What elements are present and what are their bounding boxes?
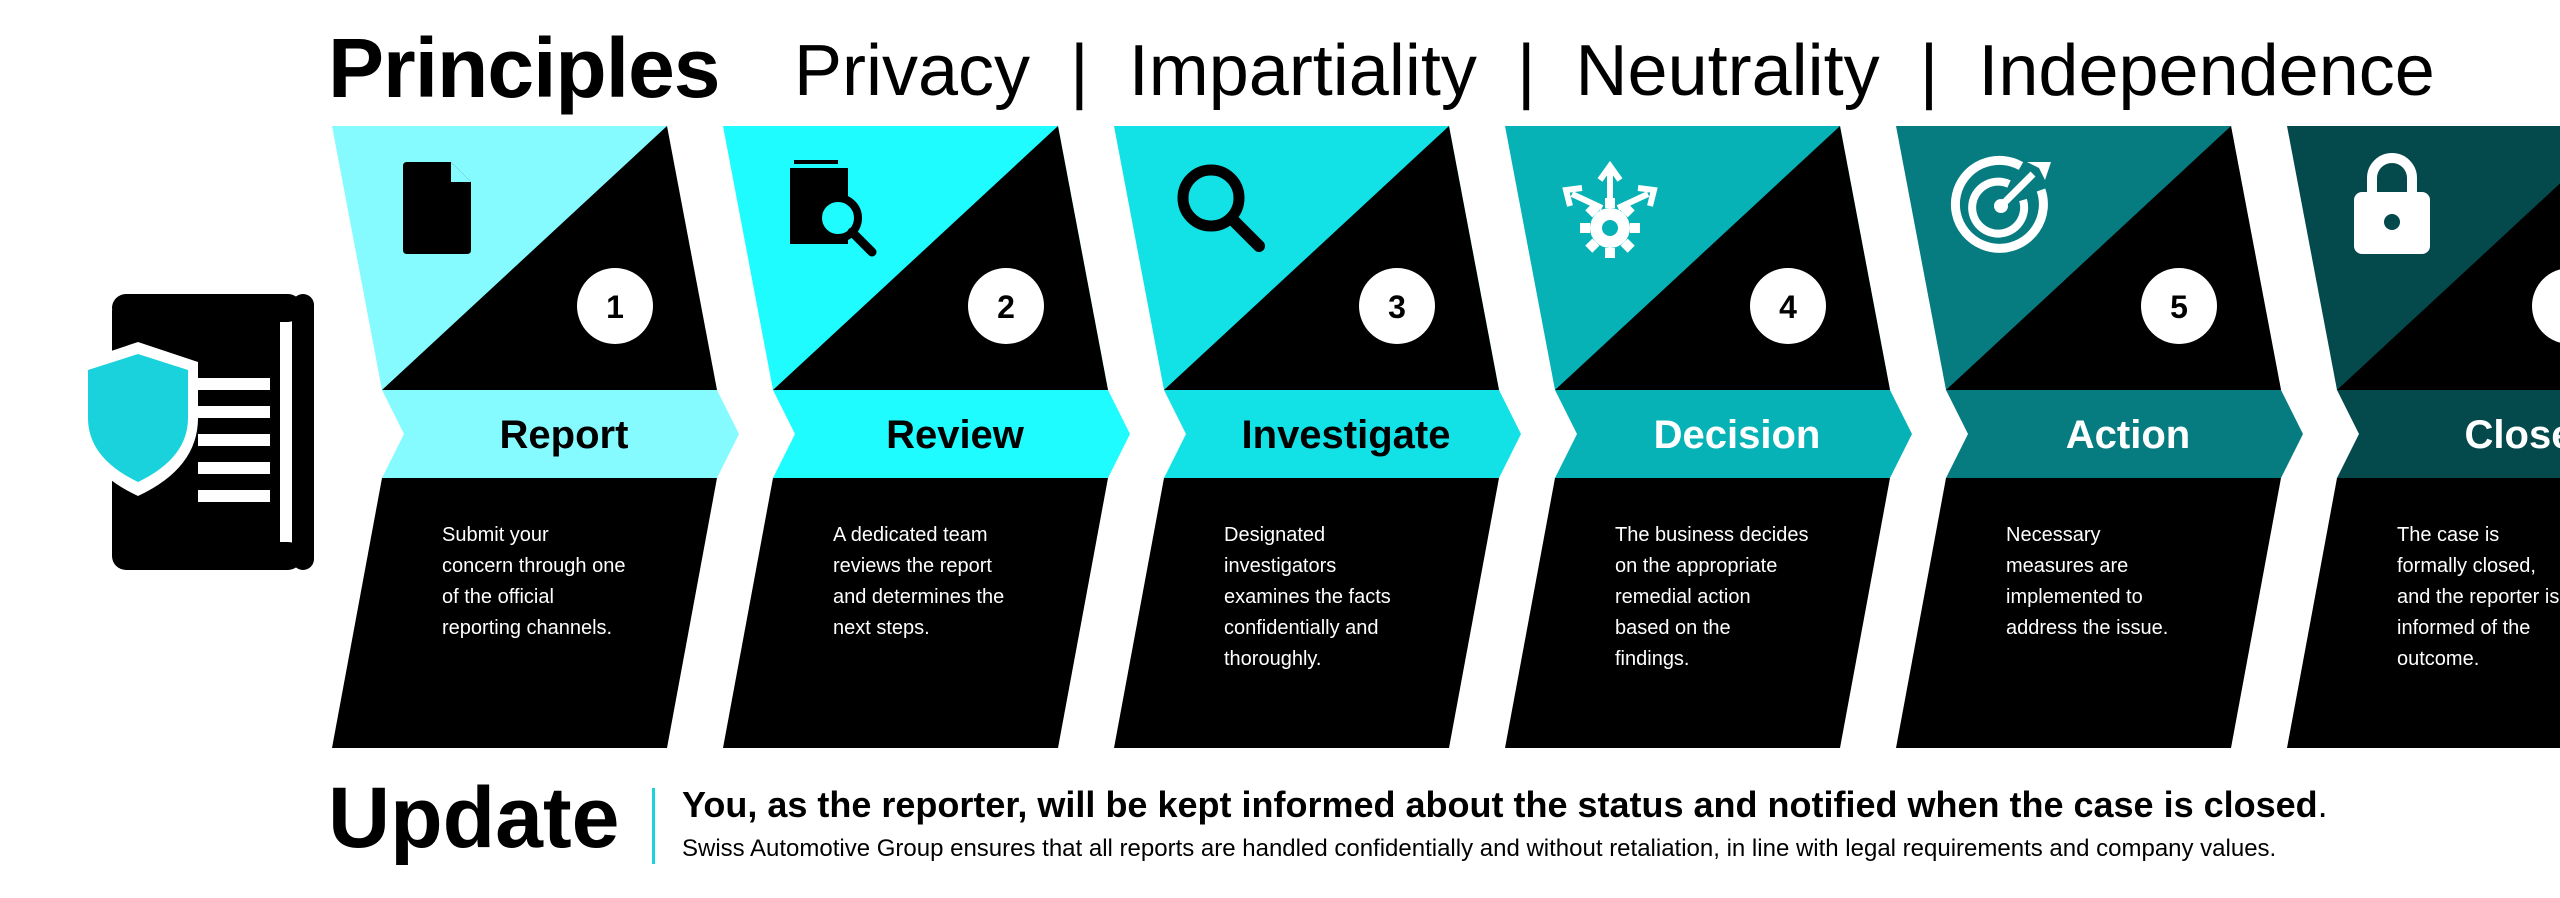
step-description: The business decides on the appropriate re…: [1615, 520, 1847, 675]
step-description-line: reporting channels.: [442, 617, 613, 639]
step-number-badge: 4: [1750, 268, 1826, 344]
step-label: Close: [2465, 413, 2560, 457]
step-description: Necessary measures are implemented to addre…: [2006, 520, 2238, 644]
shield-document-icon: [78, 294, 314, 570]
step-description: A dedicated team reviews the report and de…: [833, 520, 1065, 644]
step-description-line: reviews the report: [833, 555, 992, 577]
update-headline-end: .: [2317, 784, 2328, 825]
principle-impartiality: Impartiality: [1128, 31, 1477, 111]
step-description-line: Submit your: [442, 524, 549, 546]
target-icon: [1950, 155, 2051, 253]
step-description-line: address the issue.: [2006, 617, 2169, 639]
principle-neutrality: Neutrality: [1575, 31, 1880, 111]
step-description-line: outcome.: [2397, 648, 2480, 670]
step-description-line: thoroughly.: [1224, 648, 1322, 670]
step-description-line: examines the facts: [1224, 586, 1391, 608]
principle-independence: Independence: [1978, 31, 2435, 111]
step-description-line: A dedicated team: [833, 524, 988, 546]
step-label: Investigate: [1242, 413, 1451, 457]
principle-separator: |: [1516, 31, 1536, 111]
step-number: 5: [2170, 289, 2188, 325]
principles-list: Privacy | Impartiality | Neutrality | Independ…: [794, 28, 2435, 114]
update-headline: You, as the reporter, will be kept infor…: [682, 782, 2328, 828]
step-label: Review: [886, 413, 1025, 457]
document-icon: [403, 162, 471, 254]
document-search-icon: [786, 160, 877, 257]
step-description-line: concern through one: [442, 555, 626, 577]
step-description-line: Necessary: [2006, 524, 2101, 546]
principle-separator: |: [1070, 31, 1089, 111]
update-headline-text: You, as the reporter, will be kept infor…: [682, 784, 2318, 825]
step-number: 3: [1388, 289, 1406, 325]
step-description-line: based on the: [1615, 617, 1731, 639]
step-description-line: next steps.: [833, 617, 930, 639]
principle-separator: |: [1919, 31, 1939, 111]
step-number: 4: [1779, 289, 1797, 325]
step-description-line: The business decides: [1615, 524, 1809, 546]
step-description-line: findings.: [1615, 648, 1690, 670]
step-description-line: confidentially and: [1224, 617, 1379, 639]
step-description-line: on the appropriate: [1615, 555, 1778, 577]
step-label: Action: [2066, 413, 2190, 457]
step-description-line: investigators: [1224, 555, 1337, 577]
step-description-line: The case is: [2397, 524, 2500, 546]
principle-privacy: Privacy: [794, 31, 1031, 111]
step-description-line: and determines the: [833, 586, 1005, 608]
step-description-line: Designated: [1224, 524, 1326, 546]
process-diagram: 1Report2Review3Investigate4Decision5Acti…: [332, 126, 2560, 748]
step-description-line: implemented to: [2006, 586, 2143, 608]
step-number-badge: 2: [968, 268, 1044, 344]
step-description-line: and the reporter is: [2397, 586, 2560, 608]
update-title: Update: [328, 770, 620, 866]
lock-icon: [2354, 153, 2430, 254]
step-description: Submit your concern through one of the off…: [442, 520, 674, 644]
update-body: Swiss Automotive Group ensures that all …: [682, 835, 2277, 862]
principles-title: Principles: [328, 21, 721, 115]
step-close: 6Close: [2287, 126, 2560, 748]
gear-arrows-icon: [1562, 160, 1658, 258]
step-description: The case is formally closed, and the repor…: [2397, 520, 2560, 675]
step-number-badge: 3: [1359, 268, 1435, 344]
step-description-line: formally closed,: [2397, 555, 2536, 577]
step-number: 2: [997, 289, 1015, 325]
update-divider: [652, 788, 655, 864]
magnifier-icon: [1177, 164, 1265, 252]
step-number-badge: 6: [2532, 269, 2560, 343]
step-number-badge: 5: [2141, 268, 2217, 344]
step-number-badge: 1: [577, 268, 653, 344]
step-label: Report: [500, 413, 629, 457]
step-description-line: measures are: [2006, 555, 2129, 577]
step-description-line: remedial action: [1615, 586, 1751, 608]
step-description: Designated investigators examines the fact…: [1224, 520, 1456, 675]
step-number: 1: [606, 289, 624, 325]
step-description-line: of the official: [442, 586, 554, 608]
step-label: Decision: [1654, 413, 1821, 457]
step-description-line: informed of the: [2397, 617, 2531, 639]
